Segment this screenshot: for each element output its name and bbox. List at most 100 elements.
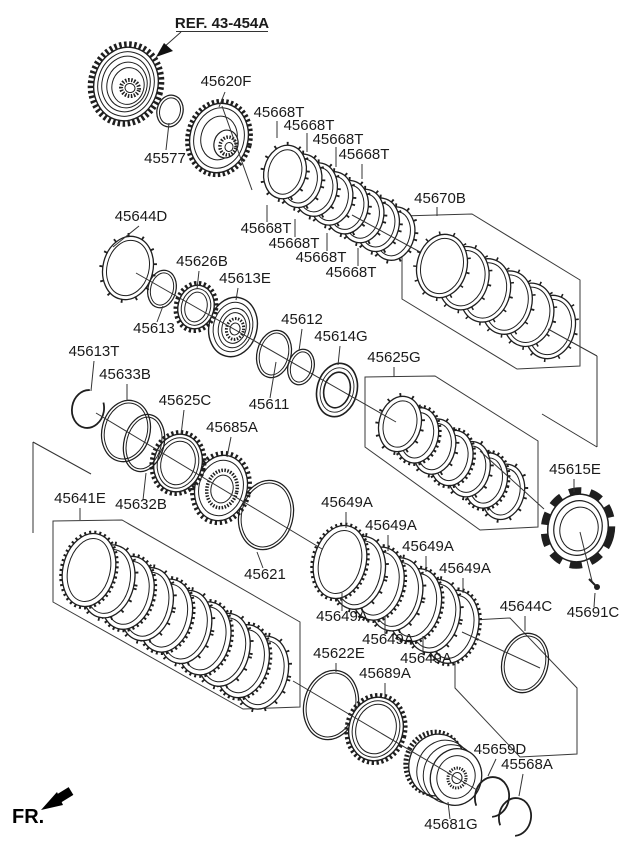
part-45620F-input-gear bbox=[185, 98, 253, 178]
part-45615E-retainer bbox=[540, 487, 616, 569]
part-label-45625G: 45625G bbox=[367, 349, 420, 366]
front-direction-marker: FR. bbox=[12, 787, 74, 828]
part-label-45615E: 45615E bbox=[549, 461, 601, 478]
part-45625G-disc-1 bbox=[375, 392, 425, 456]
part-45689A-toothed-ring bbox=[344, 693, 408, 765]
part-45614G-thrust-washer bbox=[315, 362, 359, 418]
part-label-45685A: 45685A bbox=[206, 419, 258, 436]
leader-line bbox=[593, 592, 596, 608]
leader-line bbox=[112, 225, 140, 248]
part-45568A-snap-ring bbox=[498, 797, 532, 837]
leader-line bbox=[196, 270, 200, 290]
part-45632B-ring bbox=[122, 413, 166, 473]
part-label-45613E: 45613E bbox=[219, 270, 271, 287]
part-label-45668T-6: 45668T bbox=[269, 235, 320, 252]
part-torque-converter bbox=[87, 41, 165, 127]
leader-line bbox=[90, 360, 95, 392]
axis-line bbox=[579, 531, 593, 582]
axis-line bbox=[95, 412, 323, 550]
leader-line bbox=[226, 436, 232, 458]
part-45641E-disc-1 bbox=[59, 530, 119, 610]
part-label-45649A-4: 45649A bbox=[439, 560, 491, 577]
part-45691C-screw bbox=[588, 578, 600, 590]
leader-line bbox=[269, 361, 277, 399]
part-label-45649A-5: 45649A bbox=[316, 608, 368, 625]
part-label-45649A-1: 45649A bbox=[321, 494, 373, 511]
part-label-45670B: 45670B bbox=[414, 190, 466, 207]
part-label-45659D: 45659D bbox=[474, 741, 527, 758]
part-45670B-ring-1 bbox=[413, 230, 471, 302]
part-label-45649A-3: 45649A bbox=[402, 538, 454, 555]
part-label-45681G: 45681G bbox=[424, 816, 477, 833]
axis-line bbox=[221, 105, 253, 191]
part-45633B-ring bbox=[100, 399, 152, 463]
reference-callout: REF. 43-454A bbox=[175, 15, 269, 32]
part-label-45625C: 45625C bbox=[159, 392, 212, 409]
axis-line bbox=[541, 413, 598, 448]
group-box-45625G bbox=[364, 375, 539, 531]
part-label-45644C: 45644C bbox=[500, 598, 553, 615]
leader-line bbox=[518, 773, 524, 797]
part-label-45668T-1: 45668T bbox=[254, 104, 305, 121]
axis-line bbox=[292, 680, 478, 791]
part-label-45611: 45611 bbox=[249, 396, 290, 413]
axis-line bbox=[135, 272, 397, 423]
leader-line bbox=[218, 91, 226, 108]
axis-lines-layer bbox=[32, 105, 598, 791]
part-label-45620F: 45620F bbox=[201, 73, 252, 90]
part-label-45568A: 45568A bbox=[501, 756, 553, 773]
part-label-45621: 45621 bbox=[244, 566, 286, 583]
group-box-45644C bbox=[454, 617, 578, 758]
part-label-45641E: 45641E bbox=[54, 490, 106, 507]
part-45613T-snap-ring bbox=[71, 389, 105, 429]
part-label-45633B: 45633B bbox=[99, 366, 151, 383]
part-label-45668T-5: 45668T bbox=[241, 220, 292, 237]
axis-line bbox=[479, 450, 545, 510]
leader-line bbox=[142, 472, 147, 501]
part-45649A-disc-1 bbox=[310, 522, 370, 602]
front-direction-label: FR. bbox=[12, 806, 44, 828]
part-label-45649A-7: 45649A bbox=[400, 650, 452, 667]
part-45613-ring bbox=[147, 269, 177, 309]
reference-arrowhead bbox=[156, 43, 173, 57]
group-box-45670B bbox=[401, 213, 581, 370]
part-label-45649A-6: 45649A bbox=[362, 631, 414, 648]
leader-line bbox=[337, 345, 341, 366]
part-label-45691C: 45691C bbox=[567, 604, 620, 621]
part-label-45613: 45613 bbox=[133, 320, 175, 337]
part-label-45626B: 45626B bbox=[176, 253, 228, 270]
part-label-45622E: 45622E bbox=[313, 645, 365, 662]
leader-line bbox=[256, 551, 264, 569]
leader-line bbox=[156, 305, 164, 323]
part-45625C-toothed-ring bbox=[149, 430, 207, 496]
labels-layer: REF. 43-454A 45620F 45668T 45668T 45668T… bbox=[54, 15, 619, 833]
part-label-45614G: 45614G bbox=[314, 328, 367, 345]
leader-line bbox=[447, 801, 451, 820]
leader-line bbox=[165, 122, 170, 151]
part-label-45668T-4: 45668T bbox=[339, 146, 390, 163]
part-label-45612: 45612 bbox=[281, 311, 323, 328]
part-label-45613T: 45613T bbox=[69, 343, 120, 360]
part-shapes-layer bbox=[59, 41, 616, 837]
part-45644D-ring bbox=[99, 232, 157, 304]
front-direction-arrow-tail bbox=[55, 787, 74, 803]
group-box-45641E bbox=[52, 519, 301, 710]
leader-line bbox=[235, 287, 239, 301]
part-label-45668T-3: 45668T bbox=[313, 131, 364, 148]
part-label-45668T-7: 45668T bbox=[296, 249, 347, 266]
part-45577-snap-ring bbox=[156, 94, 184, 128]
part-label-45644D: 45644D bbox=[115, 208, 168, 225]
axis-line bbox=[351, 214, 421, 253]
leader-line bbox=[487, 758, 497, 777]
axis-line bbox=[547, 328, 598, 357]
leader-line bbox=[180, 409, 185, 436]
part-45611-ring bbox=[255, 329, 293, 379]
axis-line bbox=[32, 441, 92, 475]
part-label-45577: 45577 bbox=[144, 150, 186, 167]
part-label-45668T-2: 45668T bbox=[284, 117, 335, 134]
part-label-45668T-8: 45668T bbox=[326, 264, 377, 281]
part-45644C-ring bbox=[500, 632, 550, 694]
part-label-45649A-2: 45649A bbox=[365, 517, 417, 534]
